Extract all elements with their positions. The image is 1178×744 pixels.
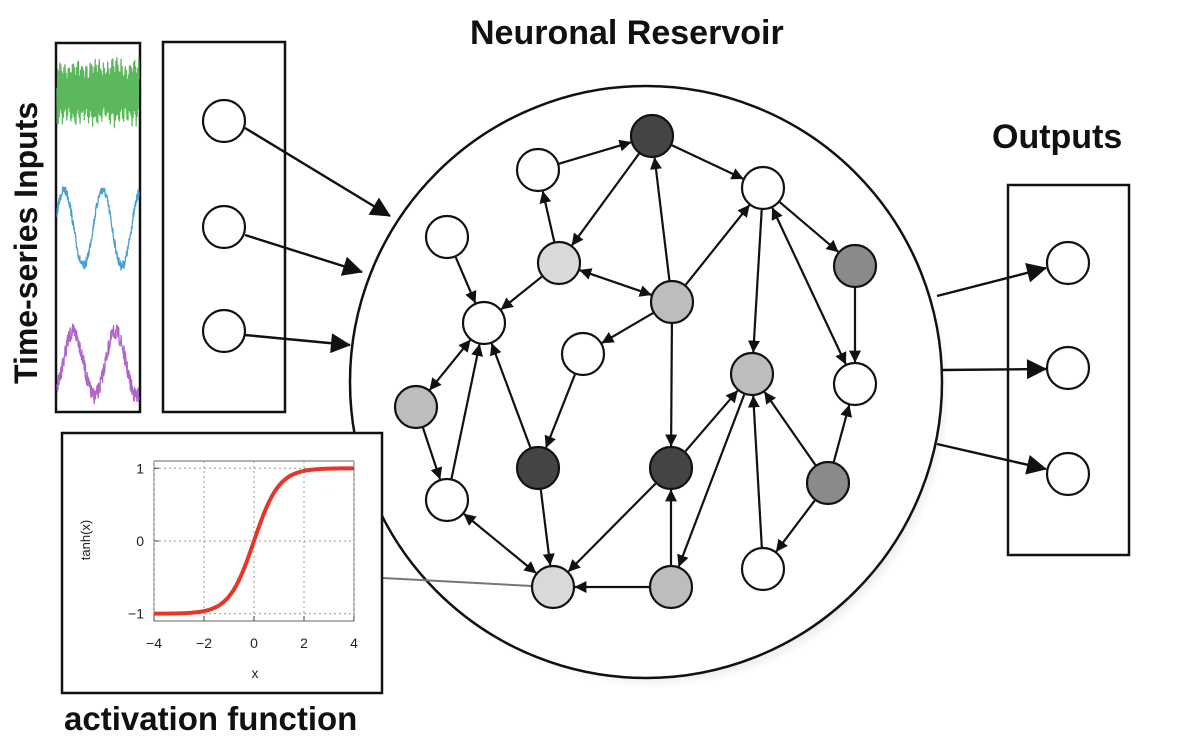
node-n3 [740,165,786,211]
node-out2 [1045,345,1091,391]
reservoir-edge-5 [539,190,556,242]
input-edge-2 [244,233,363,276]
reservoir-edge-10 [601,312,654,344]
node-n8 [461,300,507,346]
output-edge-2 [941,359,1047,380]
io-edges [244,126,1047,475]
signal-purple-trace [56,323,140,405]
reservoir-edge-2 [671,144,744,180]
reservoir-edge-27 [677,394,746,567]
node-n19 [740,546,786,592]
signal-purple [56,323,140,405]
node-n18 [648,564,694,610]
node-n13 [515,445,561,491]
reservoir-edge-29 [763,391,817,466]
node-n6 [832,243,878,289]
node-in1 [201,98,247,144]
reservoir-edge-17 [490,343,532,448]
node-n2 [515,147,561,193]
activation-plot: −4 −2 0 2 4 1 0 −1 x tanh(x) [78,460,358,681]
reservoir-edges [421,139,861,593]
reservoir-edge-1 [558,139,632,165]
reservoir-edge-28 [747,395,763,548]
reservoir-title: Neuronal Reservoir [470,14,784,52]
reservoir-edge-11 [665,323,678,447]
input-edge-3 [244,333,351,354]
reservoir-edge-23 [567,482,657,573]
node-n15 [805,460,851,506]
nodes [201,98,1091,610]
xtick-label-1: −2 [196,635,212,651]
plot-ticks: −4 −2 0 2 4 1 0 −1 [128,460,358,651]
reservoir-edge-8 [454,256,477,304]
node-n12 [393,384,439,430]
plot-xlabel: x [252,665,259,681]
reservoir-edge-14 [771,207,847,365]
reservoir-edge-22 [463,513,537,574]
reservoir-edge-31 [775,499,816,553]
reservoir-edge-6 [579,268,652,297]
node-n17 [530,564,576,610]
output-edge-1 [936,263,1047,298]
reservoir-edge-26 [684,389,739,453]
inputs-title: Time-series Inputs [8,101,44,384]
activation-title: activation function [64,700,358,737]
node-out1 [1045,240,1091,286]
node-n16 [424,477,470,523]
reservoir-edge-19 [428,339,472,391]
activation-connector [382,577,533,587]
xtick-label-2: 0 [250,635,258,651]
signal-green [56,56,140,129]
plot-ylabel: tanh(x) [78,520,93,560]
reservoir-edge-7 [500,275,543,311]
node-in3 [201,308,247,354]
xtick-label-3: 2 [300,635,308,651]
node-n7 [649,279,695,325]
ytick-label-2: −1 [128,606,144,622]
node-n14 [648,445,694,491]
tanh-curve [153,466,355,616]
node-n9 [560,331,606,377]
node-out3 [1045,451,1091,497]
signal-green-trace [56,56,140,129]
node-n10 [729,351,775,397]
xtick-label-0: −4 [146,635,162,651]
reservoir-edge-3 [571,153,640,246]
node-in2 [201,204,247,250]
reservoir-edge-9 [684,204,751,286]
xtick-label-4: 4 [350,635,358,651]
node-n5 [536,240,582,286]
reservoir-edge-13 [747,209,763,353]
input-edge-1 [244,126,391,218]
signal-blue-trace [56,186,140,271]
reservoir-edge-30 [832,404,852,463]
reservoir-edge-4 [650,157,671,281]
outputs-title: Outputs [992,118,1123,156]
node-n4 [424,214,470,260]
ytick-label-1: 0 [136,533,144,549]
signal-blue [56,186,140,271]
node-n11 [832,361,878,407]
output-edge-3 [936,442,1047,475]
reservoir-edge-21 [421,427,443,480]
reservoir-edge-20 [450,343,484,479]
node-n1 [629,113,675,159]
ytick-label-0: 1 [136,460,144,476]
reservoir-edge-18 [539,489,555,566]
reservoir-edge-16 [544,374,576,449]
